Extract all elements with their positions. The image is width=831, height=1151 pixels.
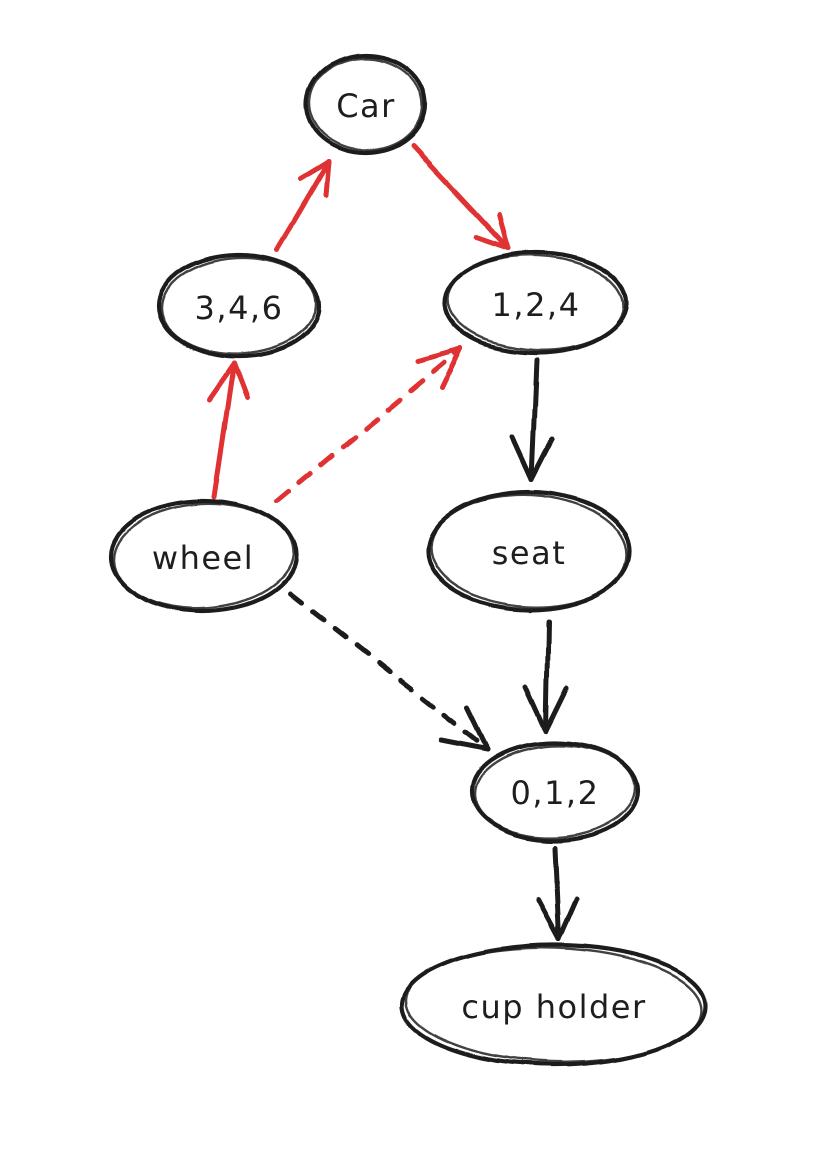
node-346-label: 3,4,6 <box>195 289 284 327</box>
node-124 <box>442 250 630 356</box>
edge-wheel-to-124-dashed <box>274 346 464 505</box>
edge-012-to-cupholder <box>535 844 580 942</box>
node-wheel <box>107 498 299 614</box>
edge-wheel-to-012-dashed <box>287 591 491 752</box>
edge-124-to-seat <box>509 357 555 482</box>
node-346 <box>155 252 323 360</box>
node-car-label: Car <box>336 87 396 125</box>
node-wheel-label: wheel <box>152 539 254 577</box>
edge-seat-to-012 <box>523 618 570 733</box>
edge-wheel-to-346 <box>206 361 250 500</box>
node-seat <box>425 489 633 613</box>
node-cup-holder-label: cup holder <box>461 988 646 1026</box>
node-car <box>304 52 428 156</box>
node-124-label: 1,2,4 <box>492 286 581 324</box>
node-012 <box>469 739 641 843</box>
node-012-label: 0,1,2 <box>511 774 600 812</box>
edge-346-to-car <box>274 159 332 253</box>
edge-car-to-124 <box>410 143 511 251</box>
node-seat-label: seat <box>492 534 567 572</box>
node-cup-holder <box>399 942 709 1068</box>
